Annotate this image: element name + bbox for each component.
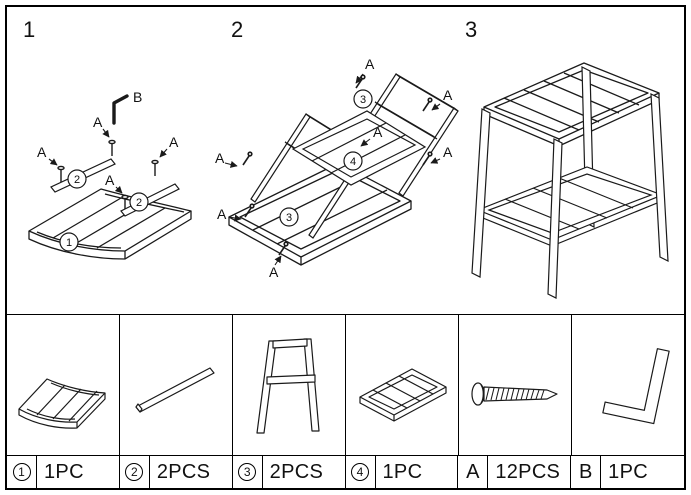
partB-id: B (578, 460, 593, 483)
part4-shelf-illustration (359, 368, 447, 422)
part4-qty: 1PC (382, 460, 423, 483)
sheet-frame: 1 2 3 (5, 5, 686, 490)
step1-diagram: A A A A B 2 2 1 (28, 89, 192, 260)
part1-qty: 1PC (44, 460, 84, 483)
screw-a-label: A (365, 56, 375, 72)
part4-callout: 4 (350, 156, 356, 168)
part4-cell (346, 315, 459, 455)
screw-drawings (57, 139, 159, 209)
partA-label-cell: A 12PCS (458, 456, 572, 488)
step2-circled-part-numbers: 3 4 3 (279, 89, 373, 227)
part3-id: 3 (238, 463, 257, 481)
part3-qty: 2PCS (269, 460, 324, 483)
inverted-seat-drawing (228, 162, 412, 266)
screw-a-label: A (93, 114, 103, 130)
partB-label-cell: B 1PC (571, 456, 684, 488)
part1-label-cell: 1 1PC (7, 456, 120, 488)
partA-cell (459, 315, 572, 455)
part2-id-box: 2 (120, 456, 150, 488)
partB-cell (572, 315, 684, 455)
step2-number: 2 (231, 17, 244, 42)
part2-qty: 2PCS (156, 460, 211, 483)
part2-id: 2 (125, 463, 144, 481)
partB-id-box: B (571, 456, 602, 488)
allen-key-b-label: B (133, 89, 142, 105)
part3-leg-frame-illustration (256, 338, 320, 434)
partB-qty: 1PC (608, 460, 648, 483)
stool-shelf-drawing (476, 166, 664, 247)
step3-diagram (471, 62, 669, 299)
part2-callout: 2 (136, 197, 142, 209)
screw-a-label: A (105, 172, 115, 188)
screw-a-label: A (443, 87, 453, 103)
part3-callout: 3 (360, 94, 366, 106)
screw-a-label: A (37, 144, 47, 160)
annotation-arrows (48, 128, 168, 194)
annotation-arrows (224, 73, 441, 266)
partA-screw-illustration (471, 382, 558, 406)
screw-a-label: A (269, 264, 279, 280)
step3-number: 3 (465, 17, 478, 42)
part3-callout: 3 (286, 212, 292, 224)
step2-diagram: A A A A A A A 3 4 3 (215, 56, 459, 280)
partB-allen-key-illustration (602, 348, 670, 425)
part2-cell (120, 315, 233, 455)
screw-a-label: A (443, 144, 453, 160)
screw-a-label: A (169, 134, 179, 150)
step1-letter-labels: A A A A B (37, 89, 179, 188)
part2-label-cell: 2 2PCS (120, 456, 233, 488)
step1-number: 1 (23, 17, 36, 42)
part3-id-box: 3 (233, 456, 263, 488)
part1-callout: 1 (66, 237, 72, 249)
part2-callout: 2 (74, 174, 80, 186)
part1-id: 1 (12, 463, 31, 481)
part4-id: 4 (351, 463, 369, 481)
parts-label-row: 1 1PC 2 2PCS 3 2PCS 4 1PC (7, 455, 684, 488)
part4-id-box: 4 (346, 456, 376, 488)
partA-qty: 12PCS (495, 460, 561, 483)
part1-id-box: 1 (7, 456, 37, 488)
stool-seat-drawing (483, 62, 660, 147)
screw-a-label: A (215, 150, 225, 166)
part4-label-cell: 4 1PC (346, 456, 459, 488)
partA-id-box: A (458, 456, 489, 488)
part3-cell (233, 315, 346, 455)
partA-id: A (466, 460, 480, 483)
steps-area: 1 2 3 (7, 7, 684, 315)
part3-label-cell: 3 2PCS (233, 456, 346, 488)
part2-rail-illustration (135, 367, 215, 413)
seat-panel-drawing (28, 188, 192, 260)
stool-leg-drawings (471, 93, 669, 299)
parts-illustration-row (7, 315, 684, 455)
screw-a-label: A (373, 124, 383, 140)
shelf-drawing (291, 110, 427, 186)
part1-seat-illustration (18, 378, 106, 429)
step1-circled-part-numbers: 2 2 1 (59, 169, 149, 252)
part1-cell (7, 315, 120, 455)
step2-letter-labels: A A A A A A A (215, 56, 453, 280)
allen-key-drawing (112, 94, 129, 125)
screw-a-label: A (217, 206, 227, 222)
